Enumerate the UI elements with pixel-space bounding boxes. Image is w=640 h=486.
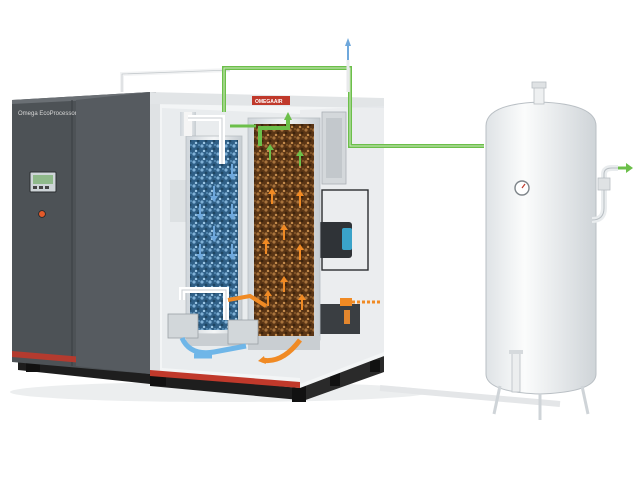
gauge-icon <box>514 180 530 196</box>
emergency-stop-button <box>38 210 46 218</box>
top-inlet-pipe <box>120 68 231 164</box>
product-gas-pipe <box>222 66 484 148</box>
cabinet-door <box>76 92 150 374</box>
adsorption-tower-right <box>247 117 321 350</box>
arrow-right-icon <box>618 163 633 173</box>
flow-up-arrows-green <box>266 144 304 166</box>
display-panel-icon <box>29 171 57 193</box>
brand-logo: OMEGAAIR <box>252 96 290 105</box>
brand-label: Omega EcoProcessor <box>18 111 77 117</box>
right-equipment <box>318 111 380 334</box>
flow-down-arrows <box>196 164 236 260</box>
adsorption-tower-left <box>180 112 243 346</box>
tank-shadow <box>379 385 561 407</box>
bottom-manifold <box>167 287 302 364</box>
flow-up-arrows <box>262 188 306 310</box>
receiver-tank <box>485 81 633 420</box>
arrow-up-icon <box>345 38 351 92</box>
svg-text:OMEGAAIR: OMEGAAIR <box>255 99 283 105</box>
base-trim <box>150 370 300 388</box>
